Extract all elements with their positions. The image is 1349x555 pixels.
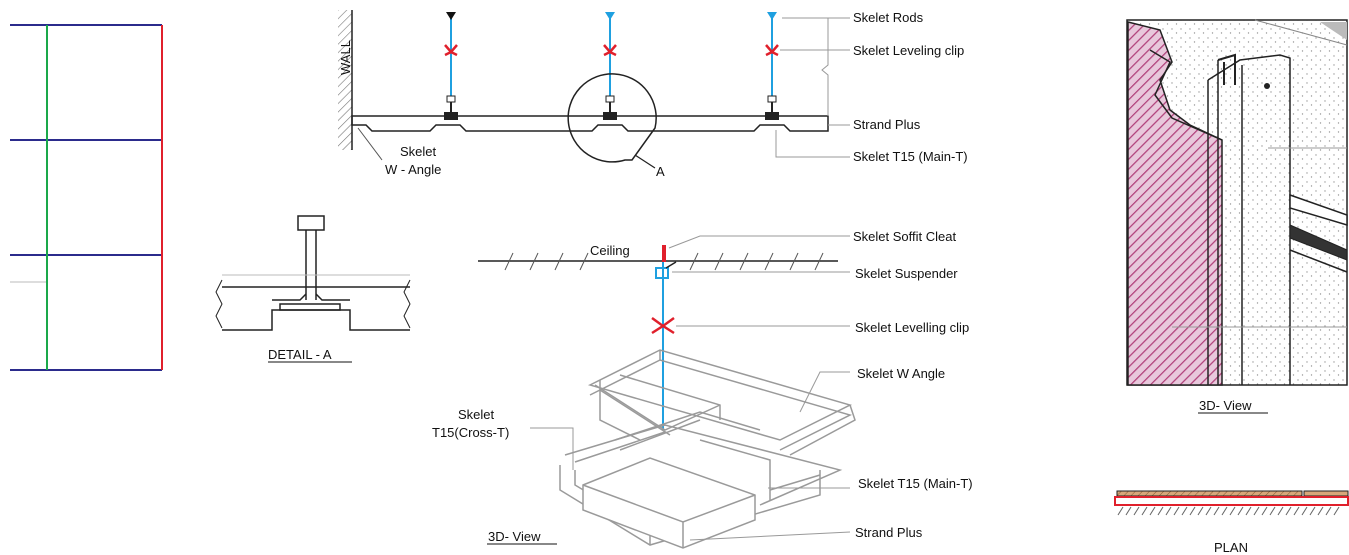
detail-a-caption: DETAIL - A: [268, 347, 332, 362]
label-suspender: Skelet Suspender: [855, 266, 958, 281]
label-main-t: Skelet T15 (Main-T): [853, 149, 968, 164]
label-ceiling: Ceiling: [590, 243, 630, 258]
label-callout-a: A: [656, 164, 665, 179]
label-iso-main-t: Skelet T15 (Main-T): [858, 476, 973, 491]
hanger-1: [444, 12, 458, 120]
plan-grid: [10, 24, 163, 371]
label-iso-strand-plus: Strand Plus: [855, 525, 923, 540]
wall-hatch: [338, 10, 352, 150]
label-levelling-clip: Skelet Levelling clip: [855, 320, 969, 335]
label-w-angle-2: W - Angle: [385, 162, 441, 177]
section-view: WALL: [338, 10, 968, 179]
detail-circle: [567, 73, 657, 163]
label-soffit-cleat: Skelet Soffit Cleat: [853, 229, 956, 244]
label-leveling-clip: Skelet Leveling clip: [853, 43, 964, 58]
label-cross-t-1: Skelet: [458, 407, 495, 422]
hanger-3: [765, 12, 779, 120]
label-w-angle-1: Skelet: [400, 144, 437, 159]
label-strand-plus: Strand Plus: [853, 117, 921, 132]
label-cross-t-2: T15(Cross-T): [432, 425, 509, 440]
iso-view: Ceiling: [432, 229, 973, 549]
wall-label: WALL: [338, 40, 353, 75]
iso-caption: 3D- View: [488, 529, 541, 544]
right-3d-caption: 3D- View: [1199, 398, 1252, 413]
label-skelet-rods: Skelet Rods: [853, 10, 924, 25]
label-w-angle: Skelet W Angle: [857, 366, 945, 381]
plan-caption: PLAN: [1214, 540, 1248, 555]
right-plan-view: PLAN: [1114, 490, 1349, 555]
right-3d-view: 3D- View: [1126, 19, 1348, 414]
detail-a: DETAIL - A: [215, 215, 411, 363]
hanger-2: [603, 12, 617, 120]
